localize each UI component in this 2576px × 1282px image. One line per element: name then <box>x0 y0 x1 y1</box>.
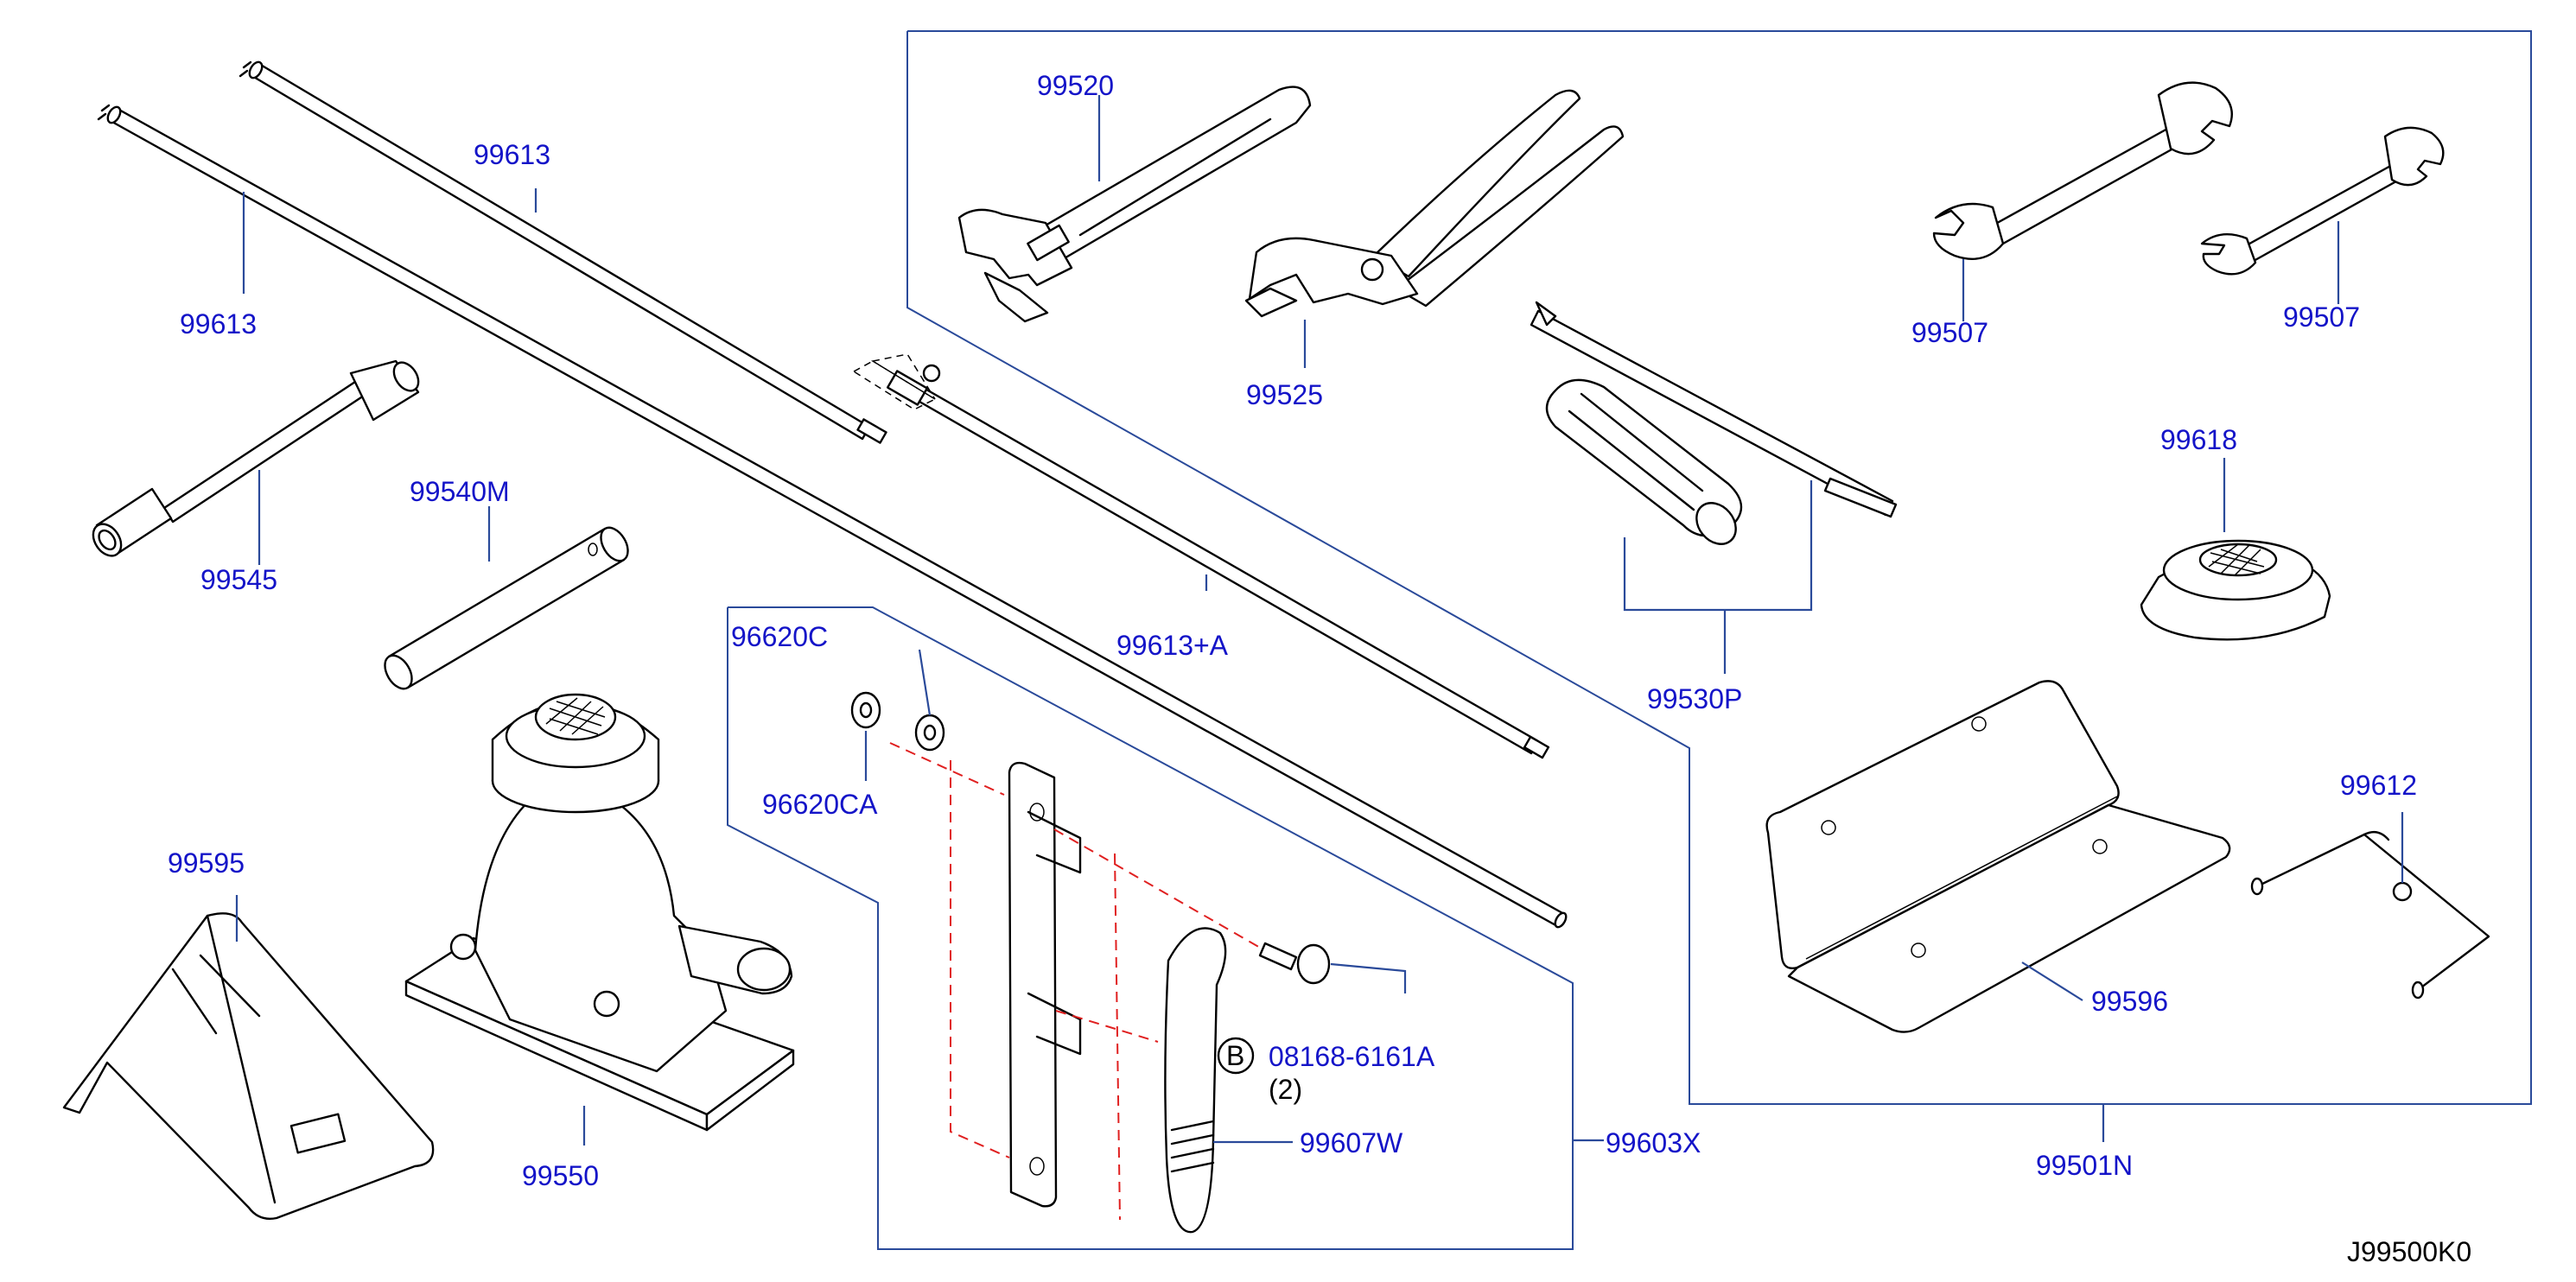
label-99603X: 99603X <box>1606 1127 1701 1158</box>
label-08168-6161A: 08168-6161A <box>1269 1041 1435 1072</box>
spanner-99507-large <box>1932 81 2233 260</box>
label-99540M: 99540M <box>410 476 510 507</box>
label-96620CA: 96620CA <box>762 789 878 820</box>
diagram-code: J99500K0 <box>2347 1236 2471 1267</box>
kit-99501N-boundary <box>906 30 2532 1105</box>
washer-96620CA <box>850 691 881 729</box>
label-99530P: 99530P <box>1647 683 1742 714</box>
label-99507-a: 99507 <box>1911 317 1988 348</box>
label-99545: 99545 <box>200 564 277 595</box>
extension-rod-lower <box>97 104 1568 929</box>
wheel-chock-99595 <box>62 912 435 1220</box>
label-99507-b: 99507 <box>2283 301 2360 333</box>
red-dashed-assembly-lines <box>889 742 1263 1221</box>
holder-99603X-boundary <box>727 606 1574 1250</box>
label-99618: 99618 <box>2160 424 2237 455</box>
mat-99596 <box>1765 680 2231 1033</box>
bolt-08168 <box>1258 942 1331 985</box>
handle-99607W <box>1164 927 1227 1234</box>
bolt-circle-badge <box>1217 1037 1255 1075</box>
hook-99612 <box>2250 830 2490 1000</box>
adjustable-wrench-99520 <box>957 86 1312 323</box>
label-99612: 99612 <box>2340 770 2417 801</box>
scissor-jack-99550 <box>404 693 795 1132</box>
extension-rod-assembly <box>852 353 1550 759</box>
label-99501N: 99501N <box>2036 1150 2133 1181</box>
bolt-circle-letter: B <box>1226 1040 1244 1071</box>
label-99520: 99520 <box>1037 70 1114 101</box>
extension-rod-upper <box>239 60 887 444</box>
label-99550: 99550 <box>522 1160 599 1191</box>
label-99595: 99595 <box>168 847 245 879</box>
box-wrench-99545 <box>92 359 420 557</box>
label-99525: 99525 <box>1246 379 1323 410</box>
label-99613-a: 99613+A <box>1116 630 1229 661</box>
washer-96620C <box>914 714 945 752</box>
label-bolt-qty: (2) <box>1269 1074 1302 1105</box>
label-96620C: 96620C <box>731 621 828 652</box>
spanner-99507-small <box>2200 126 2445 276</box>
label-99613-left: 99613 <box>180 308 257 340</box>
pliers-99525 <box>1244 89 1625 318</box>
bar-99540M <box>384 526 629 690</box>
label-99607W: 99607W <box>1300 1127 1403 1158</box>
label-99613-upper: 99613 <box>474 139 550 170</box>
screwdriver-99530P <box>1530 301 1898 545</box>
cap-99618 <box>2140 539 2331 641</box>
tool-holder-bracket <box>1008 761 1082 1208</box>
label-99596: 99596 <box>2091 986 2168 1017</box>
